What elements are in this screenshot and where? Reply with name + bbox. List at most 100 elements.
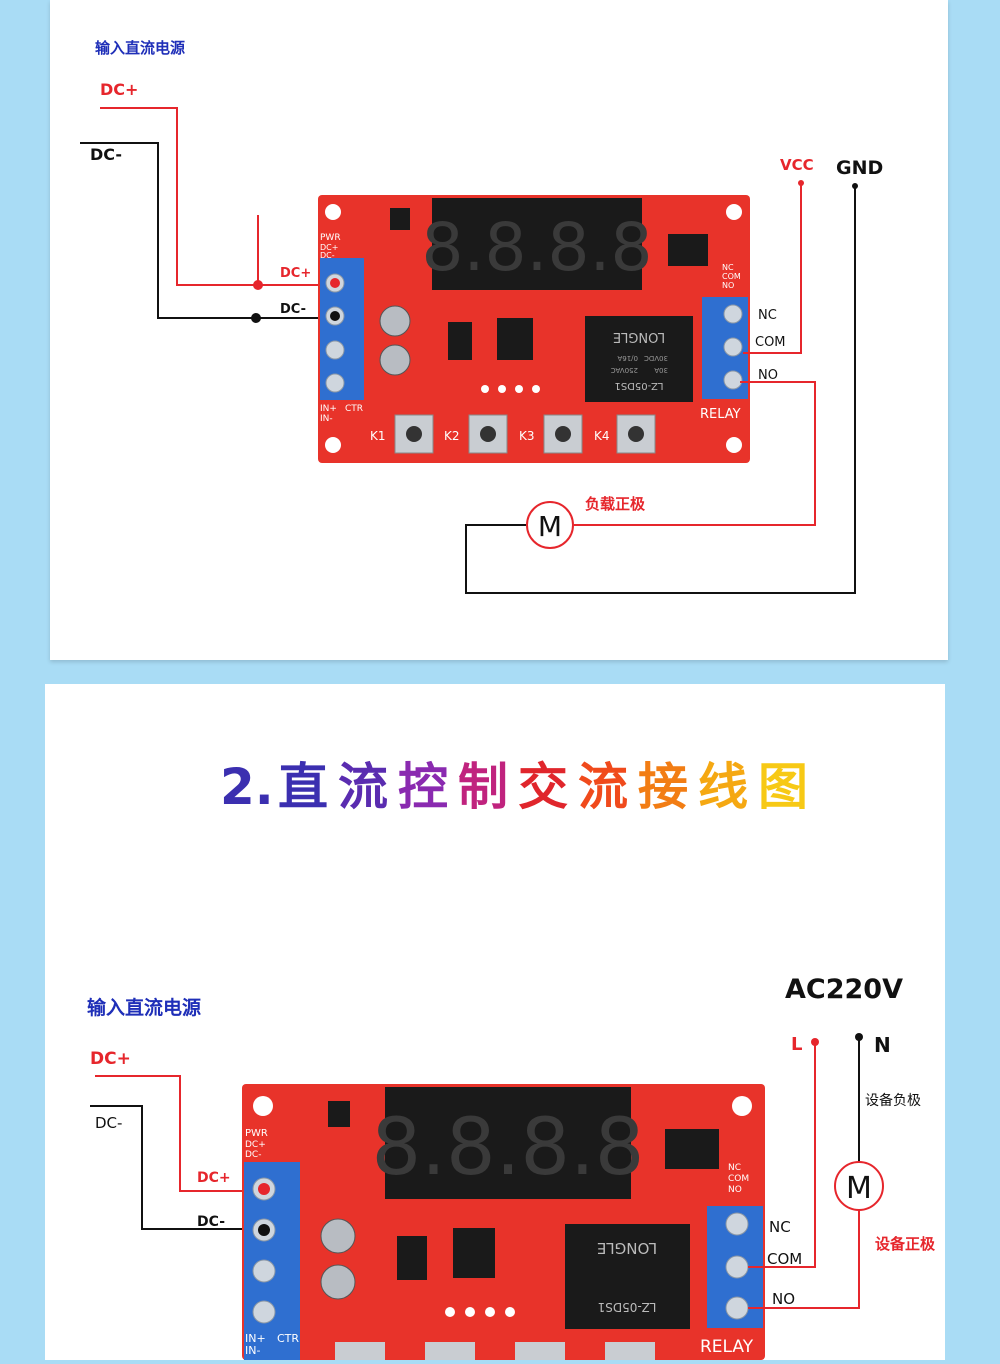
- button-k4-cap: [628, 426, 644, 442]
- key-label-k4: K4: [594, 429, 610, 443]
- title-char: 图: [758, 758, 808, 816]
- relay-module-board: 8.8.8.8 PWR DC+ DC- IN+ IN- CTR LZ-05DS1…: [318, 195, 750, 463]
- dc-minus-label: DC-: [90, 145, 122, 164]
- motor-label: M: [846, 1171, 872, 1206]
- relay-no-label: NO: [758, 368, 778, 383]
- capacitor: [320, 1218, 356, 1254]
- key-label-k2: K2: [444, 429, 460, 443]
- screw-terminal: [252, 1259, 276, 1283]
- title-char: 制: [458, 758, 508, 816]
- silk-in-plus: IN+: [245, 1332, 266, 1345]
- pad: [481, 385, 489, 393]
- button-k2-cap: [480, 426, 496, 442]
- button-k2[interactable]: [425, 1342, 475, 1360]
- button-k3[interactable]: [515, 1342, 565, 1360]
- ic-chip: [397, 1236, 427, 1280]
- relay-com-label: COM: [767, 1250, 802, 1268]
- title-char: 流: [578, 758, 628, 816]
- pin-dc-minus-label: DC-: [280, 302, 306, 317]
- silk-nc: NC: [722, 263, 734, 272]
- dc-plus-terminal-dot: [330, 278, 340, 288]
- dc-minus-junction-dot: [251, 313, 261, 323]
- relay-label-group: LZ-05DS1 30A 250VAC 30VDC 0/16A LONGLE: [611, 329, 668, 391]
- silk-dc-plus: DC+: [320, 243, 338, 252]
- regulator-chip: [390, 208, 410, 230]
- title-char: 控: [398, 758, 448, 816]
- wiring-diagram-dc: 输入直流电源 DC+ DC+ DC- DC- 8.8.8.8 PWR DC+ D…: [50, 0, 948, 660]
- button-k4[interactable]: [605, 1342, 655, 1360]
- device-positive-label: 设备正极: [875, 1235, 936, 1253]
- button-k1-cap: [406, 426, 422, 442]
- relay-brand: LONGLE: [613, 329, 665, 344]
- key-label-k3: K3: [519, 429, 535, 443]
- vcc-label: VCC: [780, 156, 814, 174]
- silk-com: COM: [728, 1174, 749, 1184]
- gnd-wire: [465, 186, 856, 594]
- screw-terminal: [325, 373, 345, 393]
- relay-module-board: 8.8.8.8 PWR DC+ DC- IN+ IN- CTR LZ-05DS1…: [242, 1084, 765, 1360]
- screw-terminal-no: [725, 1296, 749, 1320]
- silk-no: NO: [728, 1185, 742, 1195]
- dc-plus-junction-dot: [253, 280, 263, 290]
- optocoupler-chip: [668, 234, 708, 266]
- device-negative-label: 设备负极: [865, 1092, 921, 1109]
- silk-relay: RELAY: [700, 407, 741, 422]
- input-power-label: 输入直流电源: [87, 996, 201, 1019]
- screw-terminal-com: [725, 1255, 749, 1279]
- pad: [498, 385, 506, 393]
- relay-brand: LONGLE: [597, 1239, 657, 1257]
- relay-nc-label: NC: [758, 308, 777, 323]
- dc-plus-terminal-dot: [258, 1183, 270, 1195]
- title-char: 直: [278, 758, 328, 816]
- no-to-motor-wire: [574, 381, 816, 526]
- silk-dc-minus: DC-: [320, 251, 335, 260]
- silk-ctr: CTR: [277, 1332, 299, 1345]
- optocoupler-chip: [665, 1129, 719, 1169]
- motor-to-no-wire: [748, 1210, 860, 1309]
- silk-dc-minus: DC-: [245, 1150, 261, 1160]
- screw-terminal-no: [723, 370, 743, 390]
- title-char: 线: [698, 758, 748, 816]
- pad: [515, 385, 523, 393]
- title-char: 流: [338, 758, 388, 816]
- title-char: 接: [638, 758, 688, 816]
- button-k1[interactable]: [335, 1342, 385, 1360]
- pin-dc-minus-label: DC-: [197, 1214, 225, 1230]
- dc-wiring-svg: 输入直流电源 DC+ DC+ DC- DC- 8.8.8.8 PWR DC+ D…: [80, 39, 883, 594]
- relay-nc-label: NC: [769, 1218, 791, 1236]
- dc-minus-terminal-dot: [258, 1224, 270, 1236]
- screw-terminal-nc: [725, 1212, 749, 1236]
- motor-label: M: [538, 510, 562, 543]
- pad: [505, 1307, 515, 1317]
- silk-com: COM: [722, 272, 741, 281]
- dc-minus-wire: [90, 1105, 269, 1230]
- silk-in-minus: IN-: [320, 414, 333, 424]
- pin-dc-plus-label: DC+: [280, 266, 311, 281]
- dc-plus-label: DC+: [100, 80, 138, 99]
- mount-hole: [325, 204, 341, 220]
- relay-model: LZ-05DS1: [598, 1300, 657, 1314]
- relay: [565, 1224, 690, 1329]
- relay-spec: 30VDC: [644, 354, 668, 362]
- dc-plus-label: DC+: [90, 1049, 131, 1069]
- button-k3-cap: [555, 426, 571, 442]
- dc-minus-terminal-dot: [330, 311, 340, 321]
- regulator-chip: [328, 1101, 350, 1127]
- motor-symbol: [526, 501, 574, 549]
- dc-plus-wire: [100, 107, 330, 286]
- capacitor: [379, 305, 411, 337]
- silk-nc: NC: [728, 1163, 741, 1173]
- ac-wiring-svg: 2. 直 流 控 制 交 流 接 线 图 输入直流电源 DC+ DC- DC+ …: [87, 758, 936, 1360]
- pad: [485, 1307, 495, 1317]
- title-char: 交: [518, 758, 568, 816]
- silk-in-plus: IN+: [320, 404, 337, 414]
- relay-com-label: COM: [755, 335, 786, 350]
- capacitor: [320, 1264, 356, 1300]
- n-label: N: [874, 1033, 891, 1057]
- load-positive-label: 负载正极: [585, 495, 646, 513]
- screw-terminal-com: [723, 337, 743, 357]
- silk-relay: RELAY: [700, 1337, 754, 1357]
- relay: [585, 316, 693, 402]
- input-power-label: 输入直流电源: [95, 39, 185, 57]
- relay-spec: 0/16A: [617, 354, 638, 362]
